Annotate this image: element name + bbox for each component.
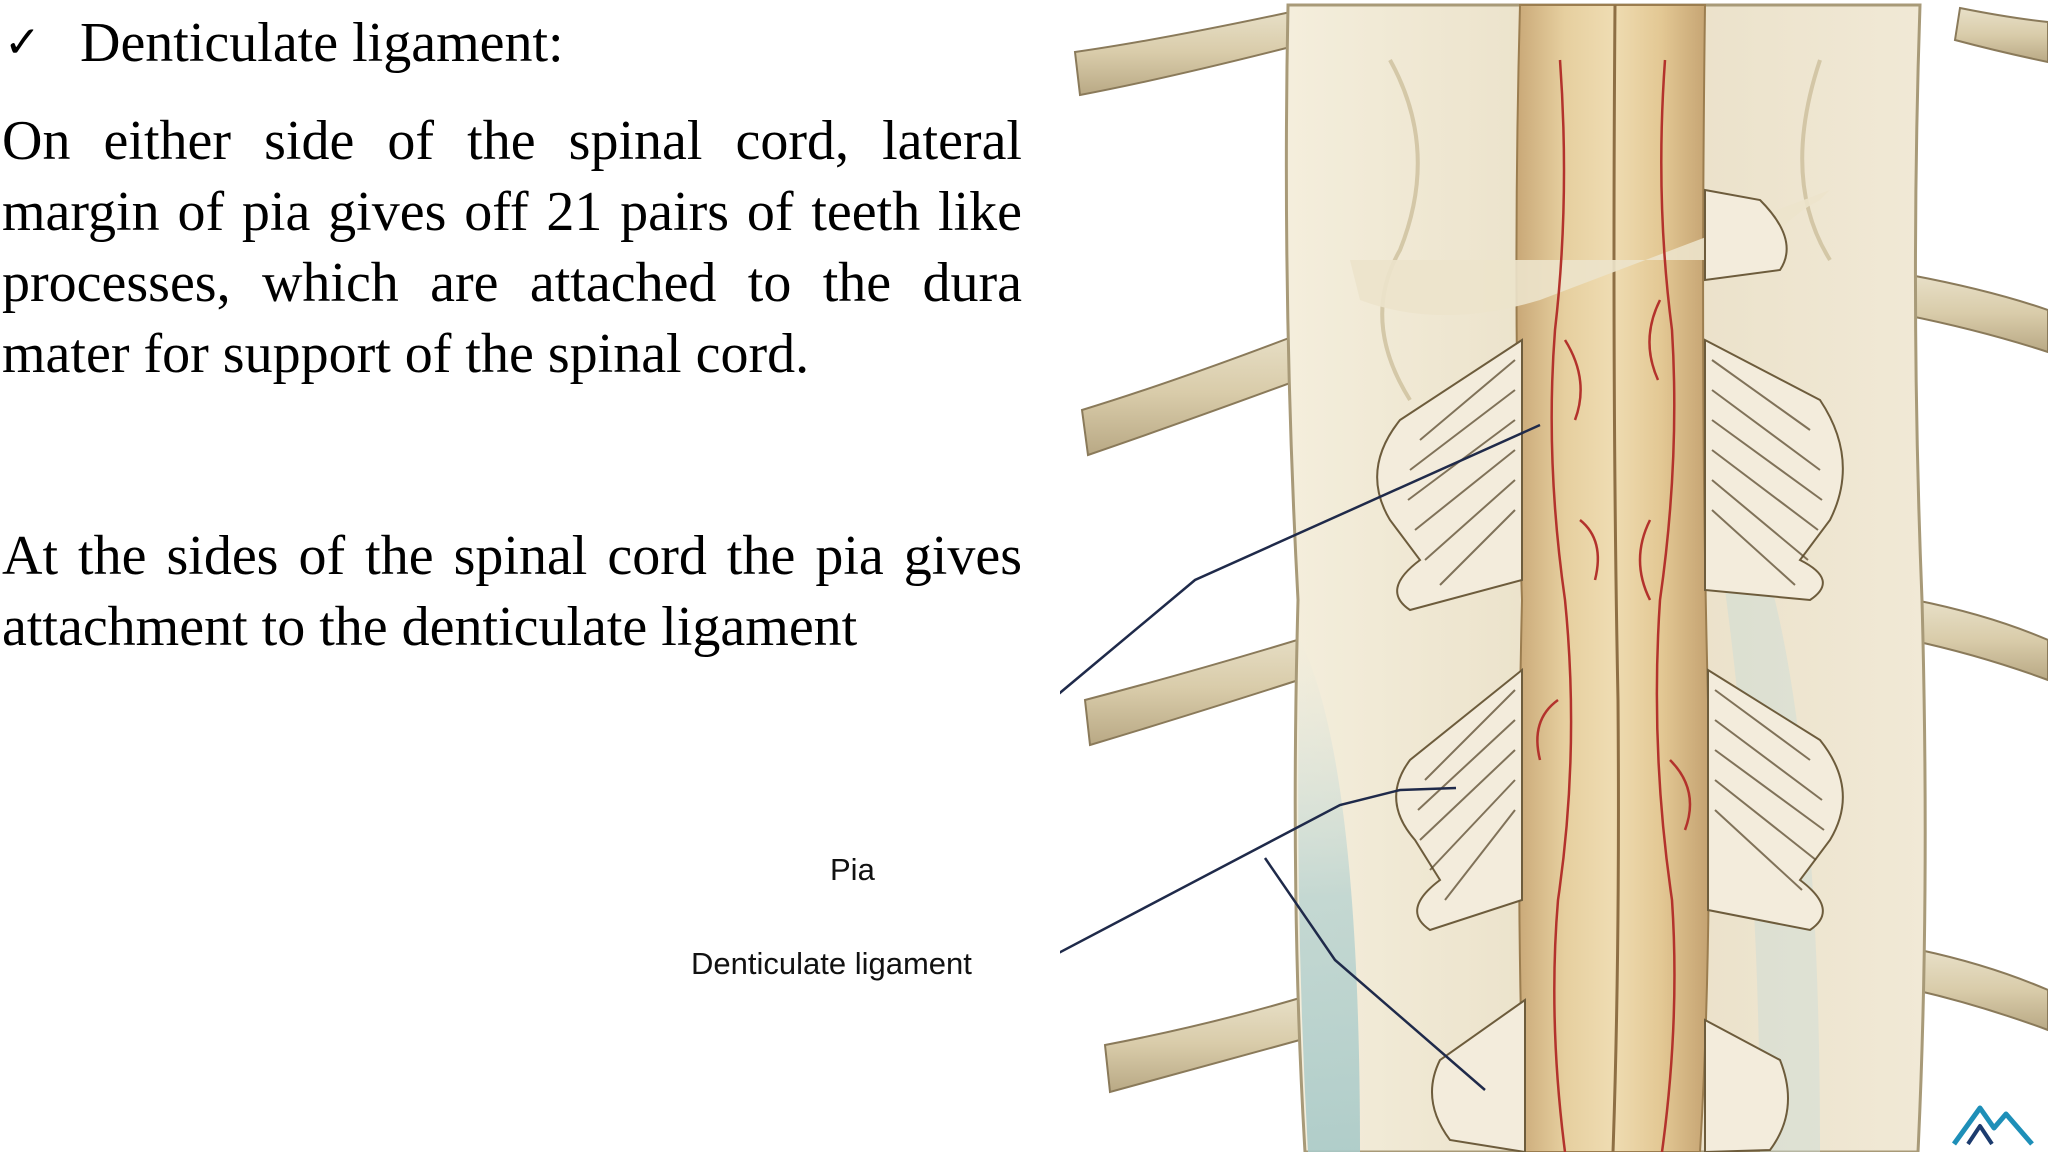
denticulate-ligaments-left <box>1376 338 1526 1152</box>
arachnoid-flap <box>1350 190 1830 315</box>
label-denticulate-ligament: Denticulate ligament <box>691 946 972 981</box>
nerve-roots-right <box>1903 6 2048 1032</box>
pia-leader-line <box>1060 423 1541 695</box>
spinal-cord <box>1515 4 1710 1152</box>
denticulate-leader-line <box>1060 786 1457 954</box>
checkmark-icon: ✓ <box>4 17 41 68</box>
denticulate-leader-branch <box>1263 857 1486 1091</box>
mountain-logo-icon <box>1950 1098 2036 1148</box>
slide-heading: ✓ Denticulate ligament: <box>0 8 564 78</box>
spinal-cord-illustration <box>1060 0 2048 1152</box>
leader-lines <box>1060 423 1541 1091</box>
paragraph-lateral-margin: On either side of the spinal cord, later… <box>2 110 1022 385</box>
label-pia: Pia <box>830 852 875 887</box>
spinal-cord-illustration-icon <box>1060 3 2048 1152</box>
nerve-roots-left <box>1073 8 1338 1094</box>
ligament-striations <box>1407 359 1825 901</box>
blood-vessels <box>1536 59 1692 1152</box>
paragraph-pia-attachment: At the sides of the spinal cord the pia … <box>2 525 1022 658</box>
heading-text: Denticulate ligament: <box>80 12 564 74</box>
